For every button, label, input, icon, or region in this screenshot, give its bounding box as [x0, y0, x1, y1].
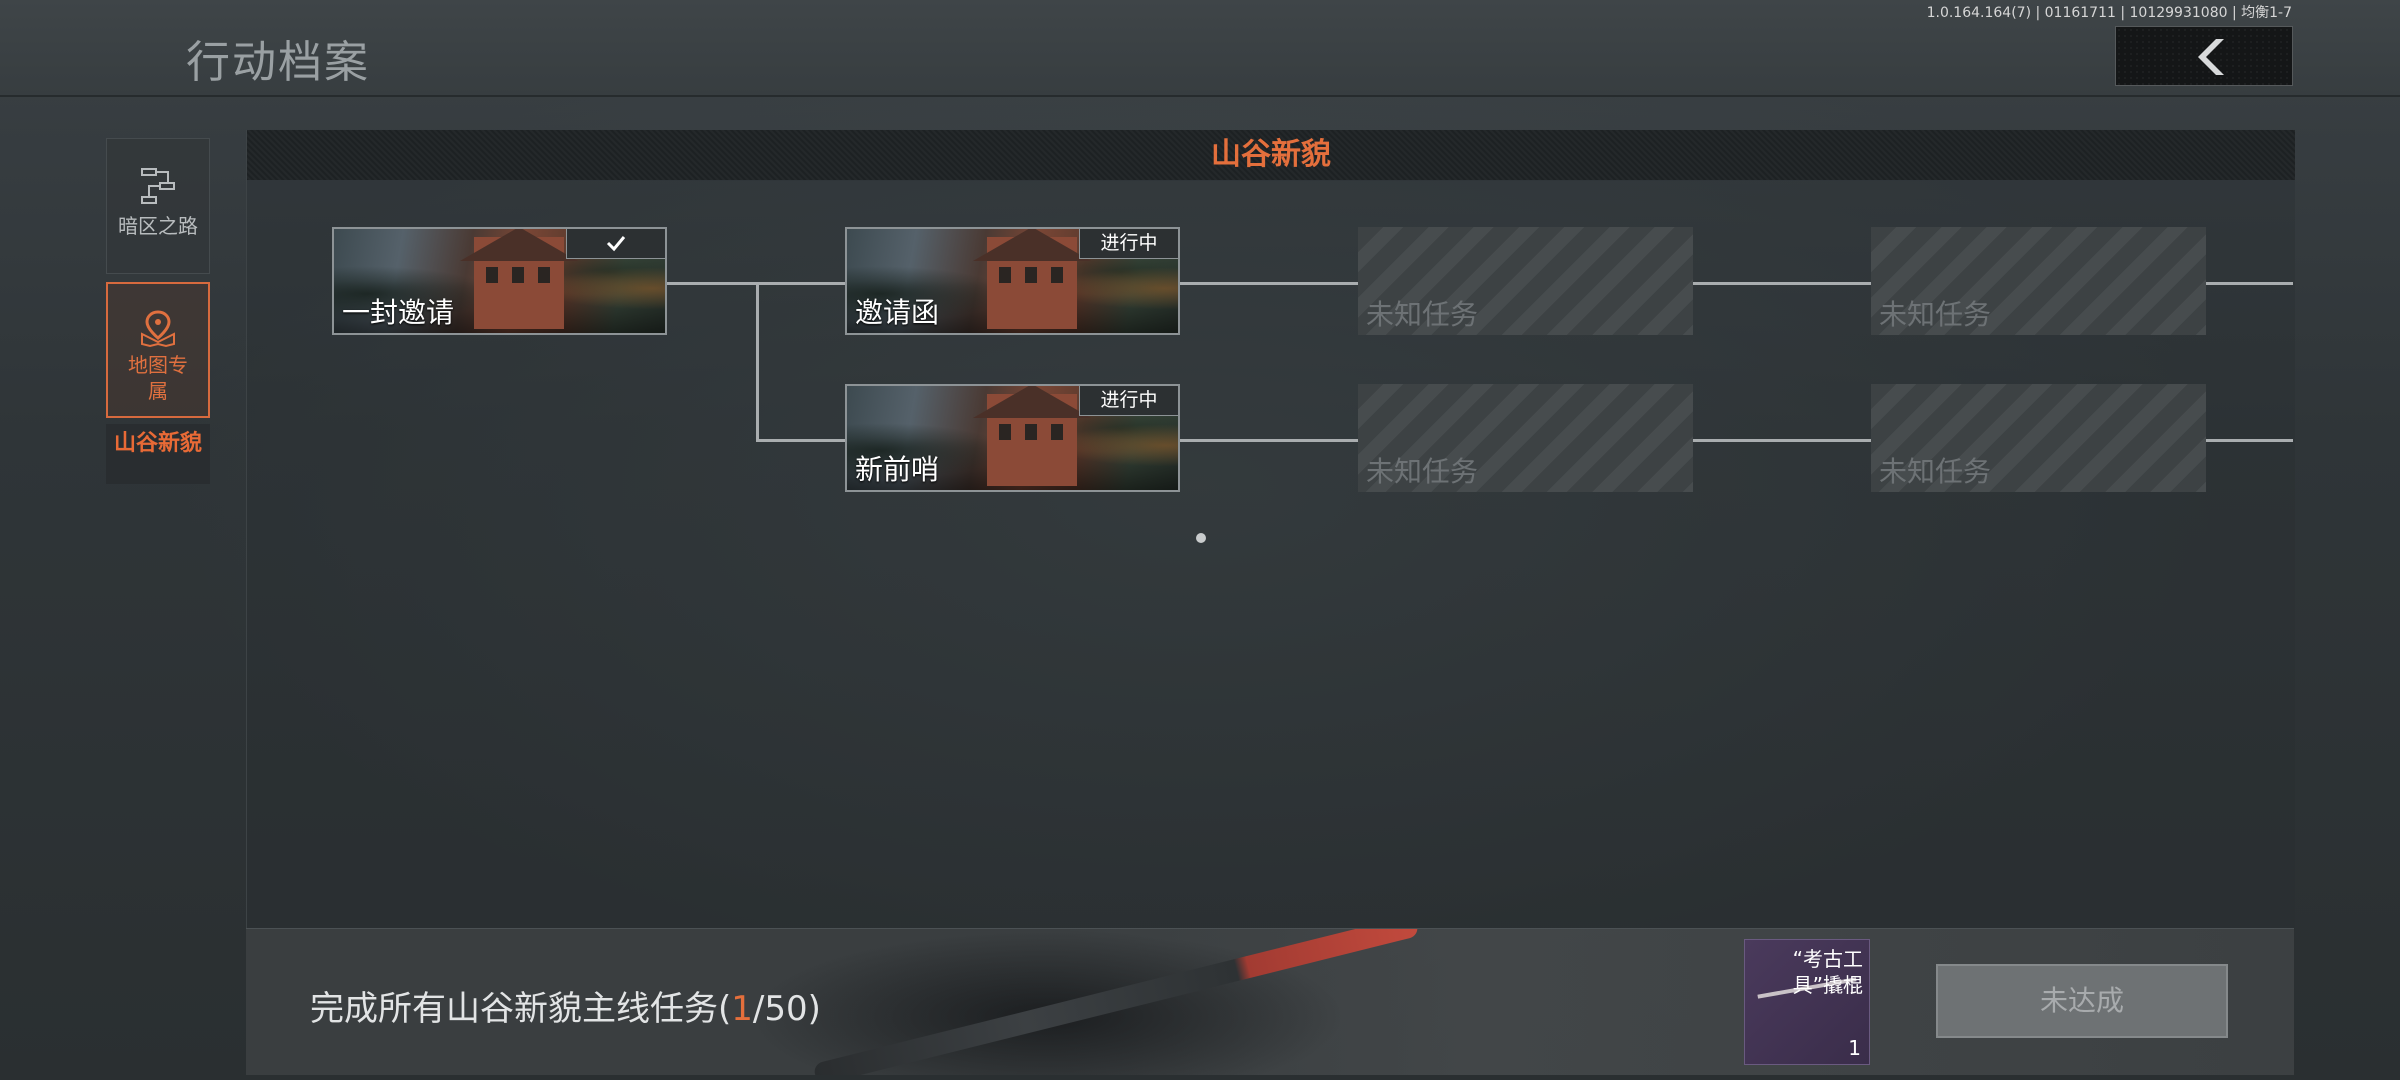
reward-item[interactable]: “考古工具”撬棍 1 — [1744, 939, 1870, 1065]
quest-node-invitation-letter[interactable]: 进行中 邀请函 — [845, 227, 1180, 335]
route-icon — [141, 168, 175, 204]
goal-bar: 完成所有山谷新貌主线任务(1/50) “考古工具”撬棍 1 未达成 — [246, 928, 2294, 1075]
quest-name: 未知任务 — [1879, 298, 1992, 331]
quest-node-new-outpost[interactable]: 进行中 新前哨 — [845, 384, 1180, 492]
goal-prefix: 完成所有山谷新貌主线任务( — [310, 989, 732, 1029]
connector-line — [1180, 439, 1360, 442]
quest-node-invitation[interactable]: 一封邀请 — [332, 227, 667, 335]
reward-name: “考古工具”撬棍 — [1792, 947, 1863, 997]
header-bar: 行动档案 1.0.164.164(7) | 01161711 | 1012993… — [0, 0, 2400, 97]
goal-description: 完成所有山谷新貌主线任务(1/50) — [310, 981, 821, 1030]
quest-name: 邀请函 — [855, 296, 940, 329]
map-pin-icon — [141, 310, 175, 348]
scroll-indicator-dot — [1196, 533, 1206, 543]
chevron-left-icon — [2198, 39, 2224, 75]
connector-line — [2205, 439, 2293, 442]
quest-name: 新前哨 — [855, 453, 940, 486]
sidebar-item-label: 地图专属 — [128, 353, 188, 403]
sidebar-item-map-exclusive[interactable]: 地图专属 — [106, 282, 210, 418]
goal-progress-current: 1 — [731, 989, 753, 1029]
panel-title: 山谷新貌 — [1211, 137, 1331, 172]
connector-line — [1692, 439, 1872, 442]
claim-button[interactable]: 未达成 — [1936, 964, 2228, 1038]
house-image — [973, 386, 1091, 486]
connector-line — [1692, 282, 1872, 285]
status-badge: 进行中 — [1079, 386, 1178, 416]
quest-node-unknown[interactable]: 未知任务 — [1358, 384, 1693, 492]
quest-name: 未知任务 — [1366, 298, 1479, 331]
checkmark-icon — [606, 236, 626, 252]
house-image — [460, 229, 578, 329]
page-title: 行动档案 — [186, 37, 370, 88]
quest-name: 一封邀请 — [342, 296, 455, 329]
quest-name: 未知任务 — [1879, 455, 1992, 488]
house-image — [973, 229, 1091, 329]
quest-node-unknown[interactable]: 未知任务 — [1871, 384, 2206, 492]
quest-node-unknown[interactable]: 未知任务 — [1358, 227, 1693, 335]
sidebar-subitem-valley[interactable]: 山谷新貌 — [106, 424, 210, 484]
status-badge: 进行中 — [1079, 229, 1178, 259]
reward-count: 1 — [1848, 1036, 1861, 1060]
panel-title-bar — [247, 130, 2295, 181]
connector-line — [756, 439, 847, 442]
sidebar-item-dark-zone-road[interactable]: 暗区之路 — [106, 138, 210, 274]
goal-progress-total: /50) — [752, 989, 821, 1029]
completed-badge — [566, 229, 665, 259]
back-button[interactable] — [2115, 26, 2293, 86]
quest-node-unknown[interactable]: 未知任务 — [1871, 227, 2206, 335]
connector-line — [1180, 282, 1360, 285]
version-info: 1.0.164.164(7) | 01161711 | 10129931080 … — [1926, 5, 2292, 21]
connector-line — [756, 282, 759, 442]
sidebar-item-label: 暗区之路 — [118, 214, 198, 238]
connector-line — [2205, 282, 2293, 285]
quest-name: 未知任务 — [1366, 455, 1479, 488]
